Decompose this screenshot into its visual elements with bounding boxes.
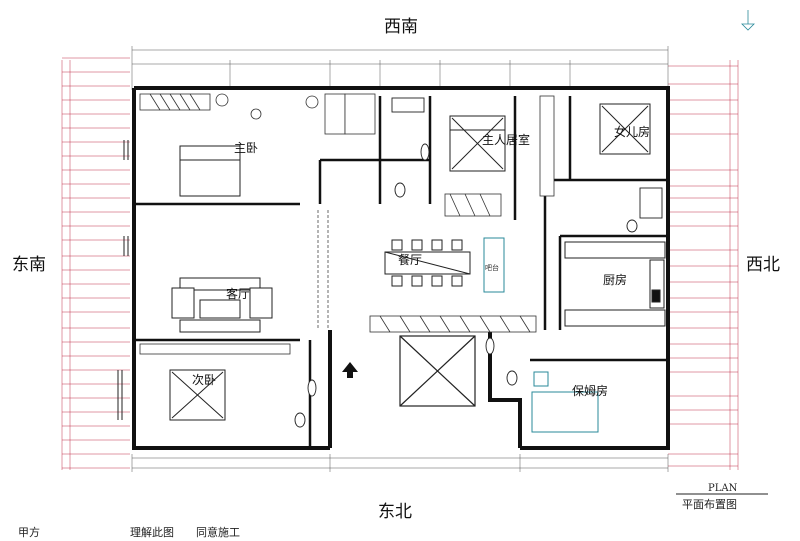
suite-bed [449,115,506,172]
room-dining: 餐厅 [398,252,422,267]
room-daughter: 女儿房 [614,124,650,139]
room-counter: 吧台 [485,263,499,272]
second-bed [169,369,226,421]
sofa-set [171,277,273,333]
dining-set [384,239,471,287]
plan-label: PLAN [708,483,738,494]
plants [215,93,319,120]
entrance-arrow [342,362,358,378]
footer-note1: 理解此图 [130,526,174,539]
compass-bottom: 东北 [378,502,412,522]
room-kitchen: 厨房 [603,272,627,287]
plan-title: 平面布置图 [682,498,737,511]
room-master-suite: 主人居室 [482,132,530,147]
wardrobes [139,93,555,355]
right-annotations [668,60,739,470]
bottom-dimensions [131,454,669,472]
windows [117,140,129,420]
footer-party-a: 甲方 [18,526,40,539]
outer-walls [132,86,670,450]
room-living: 客厅 [226,286,250,301]
left-annotations [61,57,130,470]
master-bed [179,145,241,197]
compass-symbol [741,10,755,31]
compass-left: 东南 [12,255,46,275]
top-dimensions [131,46,669,90]
dashed-openings [317,210,329,330]
nanny-bed [531,371,599,433]
room-nanny: 保姆房 [572,383,608,398]
compass-right: 西北 [746,255,780,275]
room-master-bedroom: 主卧 [234,141,258,155]
kitchen-counters [564,241,666,327]
bath-fixtures [294,97,663,428]
footer-note2: 同意施工 [196,526,240,539]
room-second-bedroom: 次卧 [192,373,216,387]
compass-top: 西南 [384,17,418,37]
stair-core [399,335,476,407]
interior-walls [134,96,668,448]
bar-counter [483,237,505,293]
daughter-bed [599,103,651,155]
